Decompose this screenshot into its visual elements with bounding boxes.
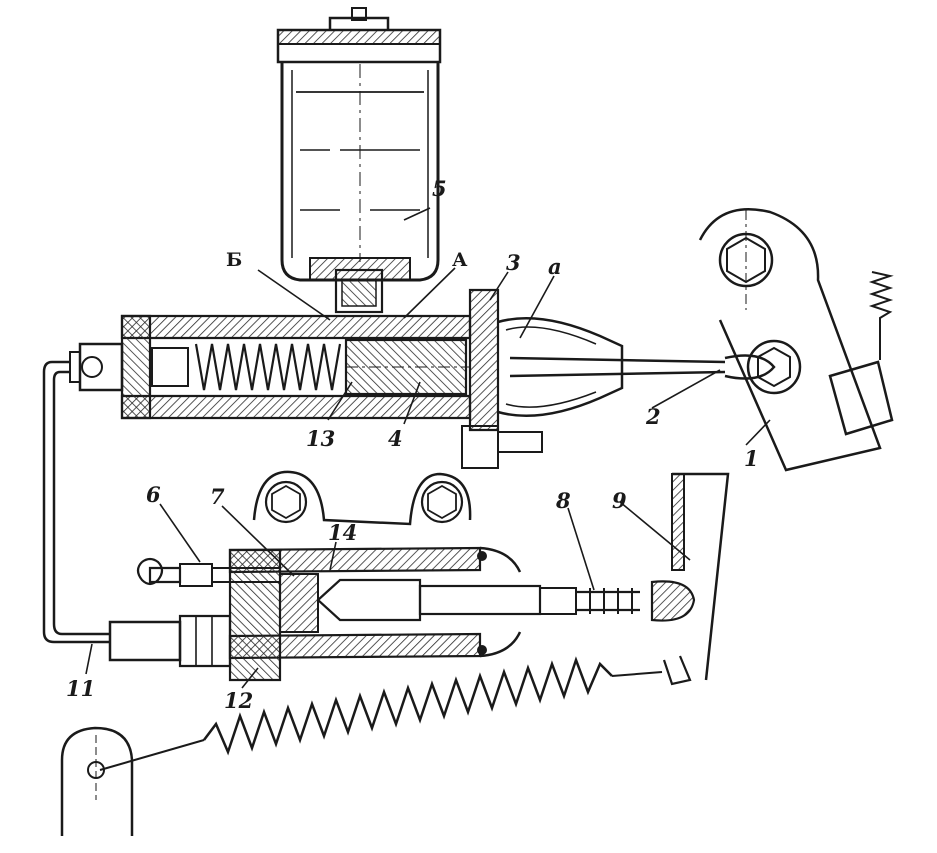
slave-cylinder	[108, 470, 696, 682]
fork-return-spring	[60, 656, 663, 836]
release-fork	[662, 472, 730, 686]
label-B: Б	[226, 249, 242, 271]
label-A: А	[452, 249, 468, 271]
fluid-reservoir	[276, 7, 442, 314]
label-7: 7	[210, 484, 225, 509]
callout-labels: 1 2 3 4 5 6 7 8 9 11 12 13 14 А Б а	[66, 176, 759, 713]
label-4: 4	[388, 426, 403, 451]
leader-lines	[85, 207, 771, 689]
label-6: 6	[146, 482, 161, 507]
label-a: а	[548, 254, 562, 279]
label-3: 3	[506, 250, 521, 275]
label-14: 14	[328, 520, 357, 545]
return-spring	[194, 343, 342, 391]
hydraulic-pipe	[42, 360, 110, 644]
label-2: 2	[645, 404, 661, 429]
label-9: 9	[612, 488, 627, 513]
label-8: 8	[555, 488, 571, 513]
pedal-lever	[698, 208, 894, 472]
label-5: 5	[432, 176, 447, 201]
label-13: 13	[306, 426, 335, 451]
label-12: 12	[224, 688, 253, 713]
label-1: 1	[744, 446, 759, 471]
master-cylinder	[69, 288, 776, 469]
label-11: 11	[66, 676, 95, 701]
